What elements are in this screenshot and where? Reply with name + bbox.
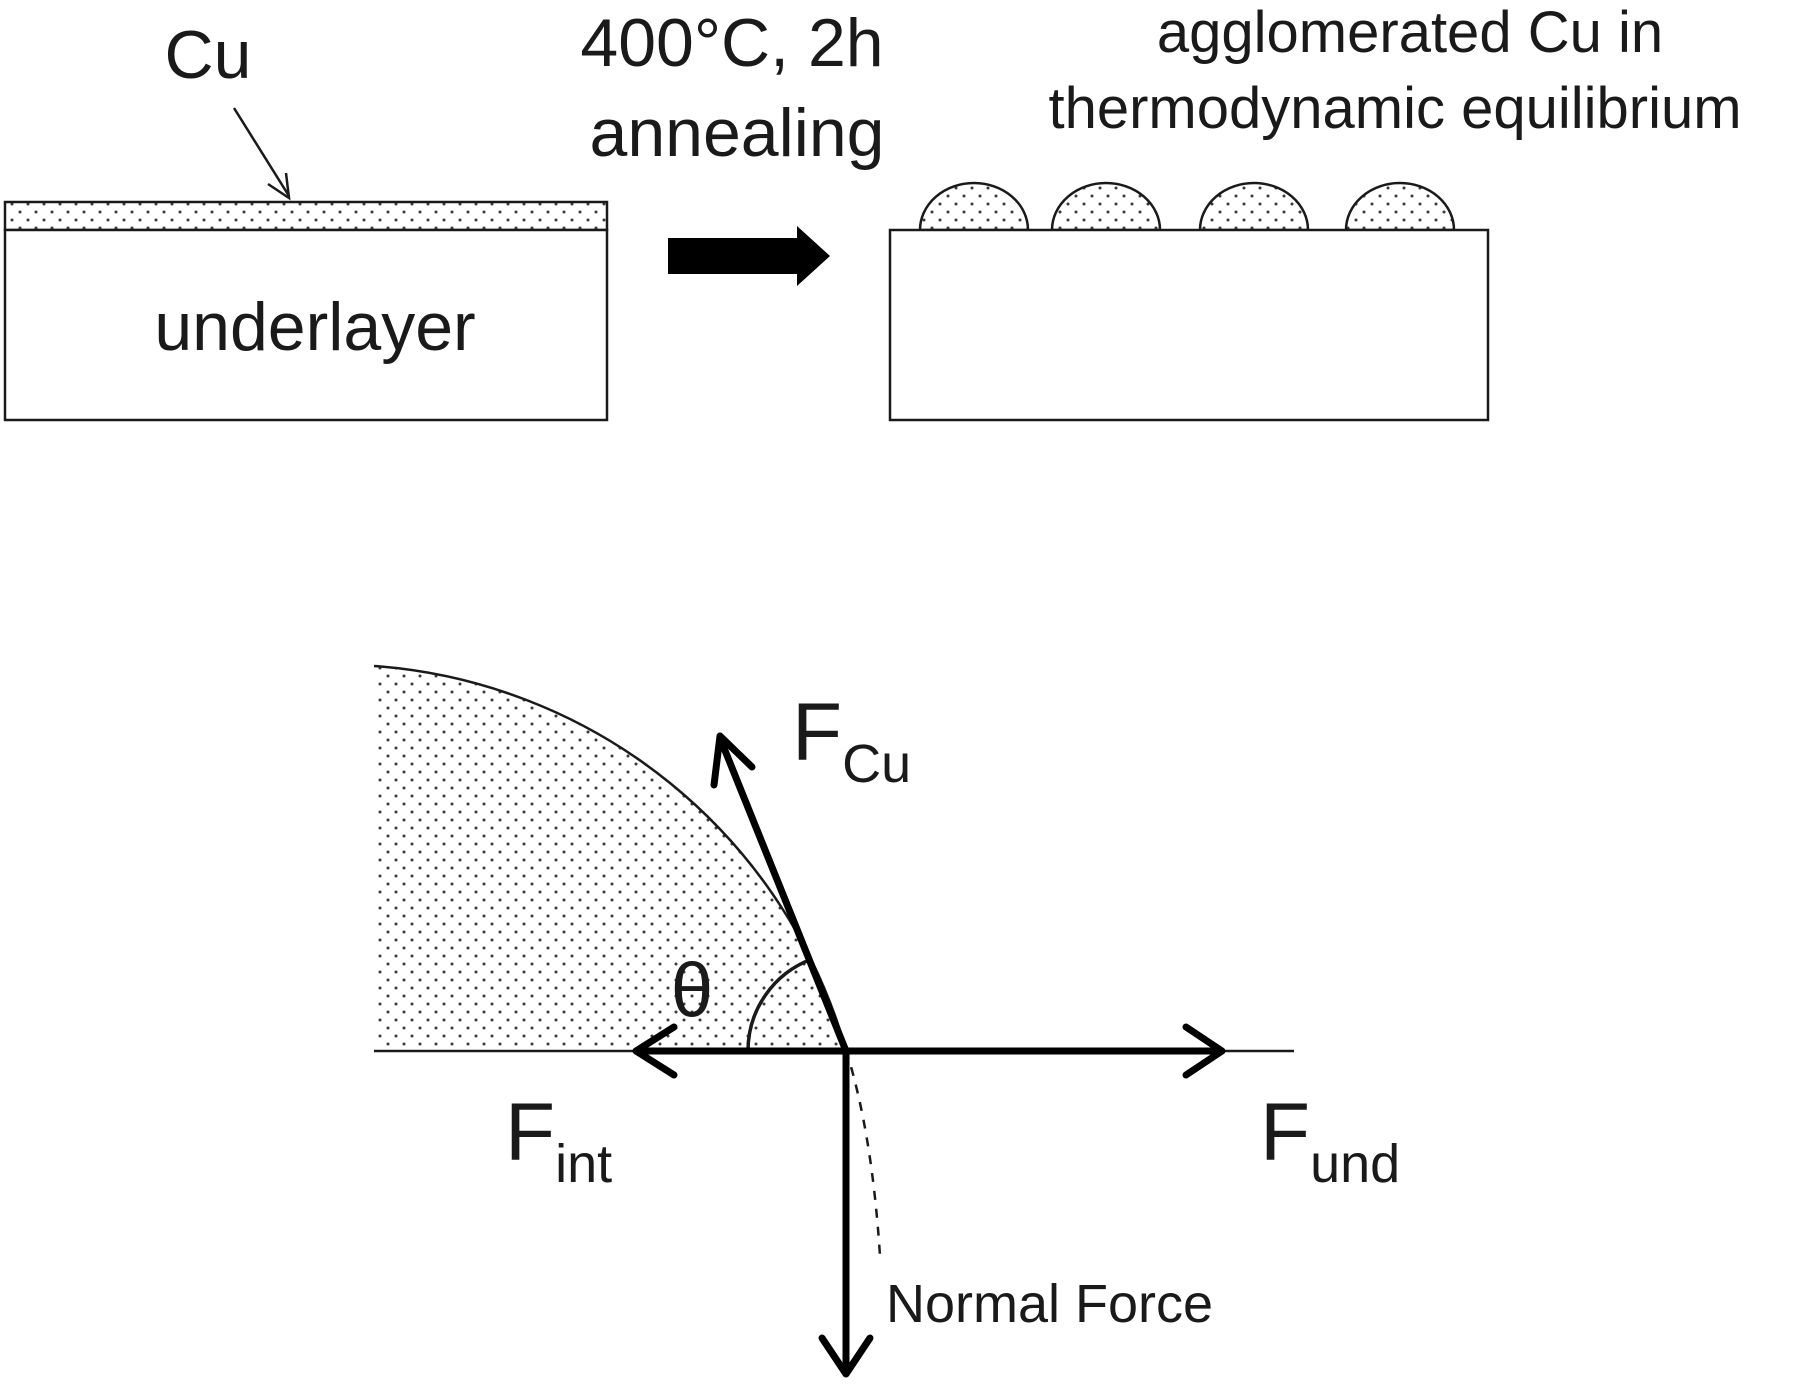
theta-label: θ	[671, 948, 713, 1033]
cu-droplet	[1344, 181, 1456, 232]
underlayer-block-annealed	[888, 228, 1490, 422]
agglomerated-stack: agglomerated Cu in thermodynamic equilib…	[888, 0, 1742, 422]
droplet-surface-extension	[844, 1049, 882, 1257]
result-label-line1: agglomerated Cu in	[1157, 0, 1663, 65]
f-int-arrowhead	[632, 1023, 678, 1079]
f-cu-arrowhead	[710, 732, 756, 789]
normal-force-arrowhead	[818, 1334, 874, 1378]
f-und-arrowhead	[1182, 1023, 1226, 1079]
underlayer-label: underlayer	[154, 289, 475, 365]
cu-droplet	[918, 181, 1030, 232]
cu-pointer-line	[232, 107, 291, 197]
cu-droplet-section	[374, 666, 846, 1050]
f-cu-label: FCu	[792, 687, 911, 794]
annealing-condition-label: annealing	[590, 95, 885, 171]
cu-droplet	[1050, 181, 1162, 232]
cu-droplet	[1198, 181, 1310, 232]
normal-force-label: Normal Force	[886, 1274, 1213, 1334]
f-cu-arrow	[716, 734, 850, 1055]
as-deposited-stack: underlayer	[3, 200, 609, 422]
annealing-condition-temp: 400°C, 2h	[580, 5, 883, 81]
f-int-label: Fint	[505, 1087, 612, 1194]
cu-film-layer	[3, 200, 609, 232]
f-und-label: Fund	[1260, 1087, 1400, 1194]
annealing-step: 400°C, 2h annealing	[580, 5, 884, 286]
underlayer-block	[3, 228, 609, 422]
process-arrow	[668, 226, 830, 286]
cu-pointer-arrowhead	[267, 172, 291, 201]
contact-angle-arc	[746, 957, 813, 1052]
cu-callout: Cu	[165, 17, 291, 201]
cu-label: Cu	[165, 17, 252, 93]
force-balance-diagram: θ FCu Fint Fund Normal Force	[373, 664, 1400, 1378]
result-label-line2: thermodynamic equilibrium	[1048, 76, 1741, 141]
